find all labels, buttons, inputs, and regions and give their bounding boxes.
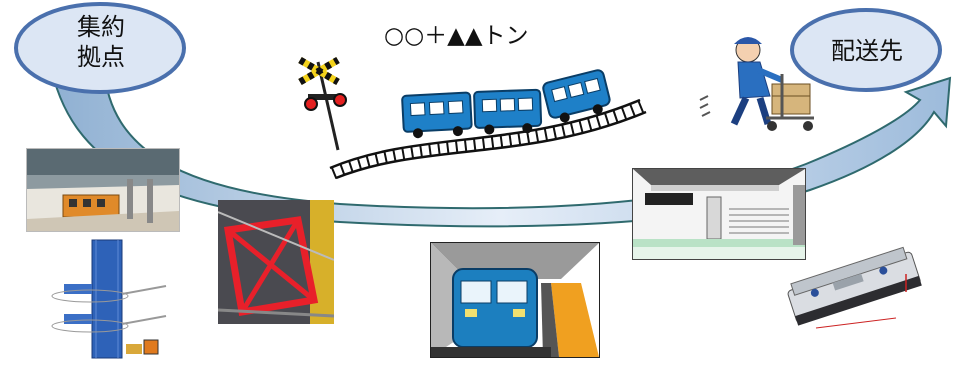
- agv-transport-robot-photo: [776, 240, 936, 338]
- subway-train-platform-illustration: [430, 242, 600, 358]
- vertical-lift-tower-illustration: [50, 236, 174, 362]
- station-platform-photo: [26, 148, 180, 232]
- red-lift-frame-photo: [218, 200, 334, 324]
